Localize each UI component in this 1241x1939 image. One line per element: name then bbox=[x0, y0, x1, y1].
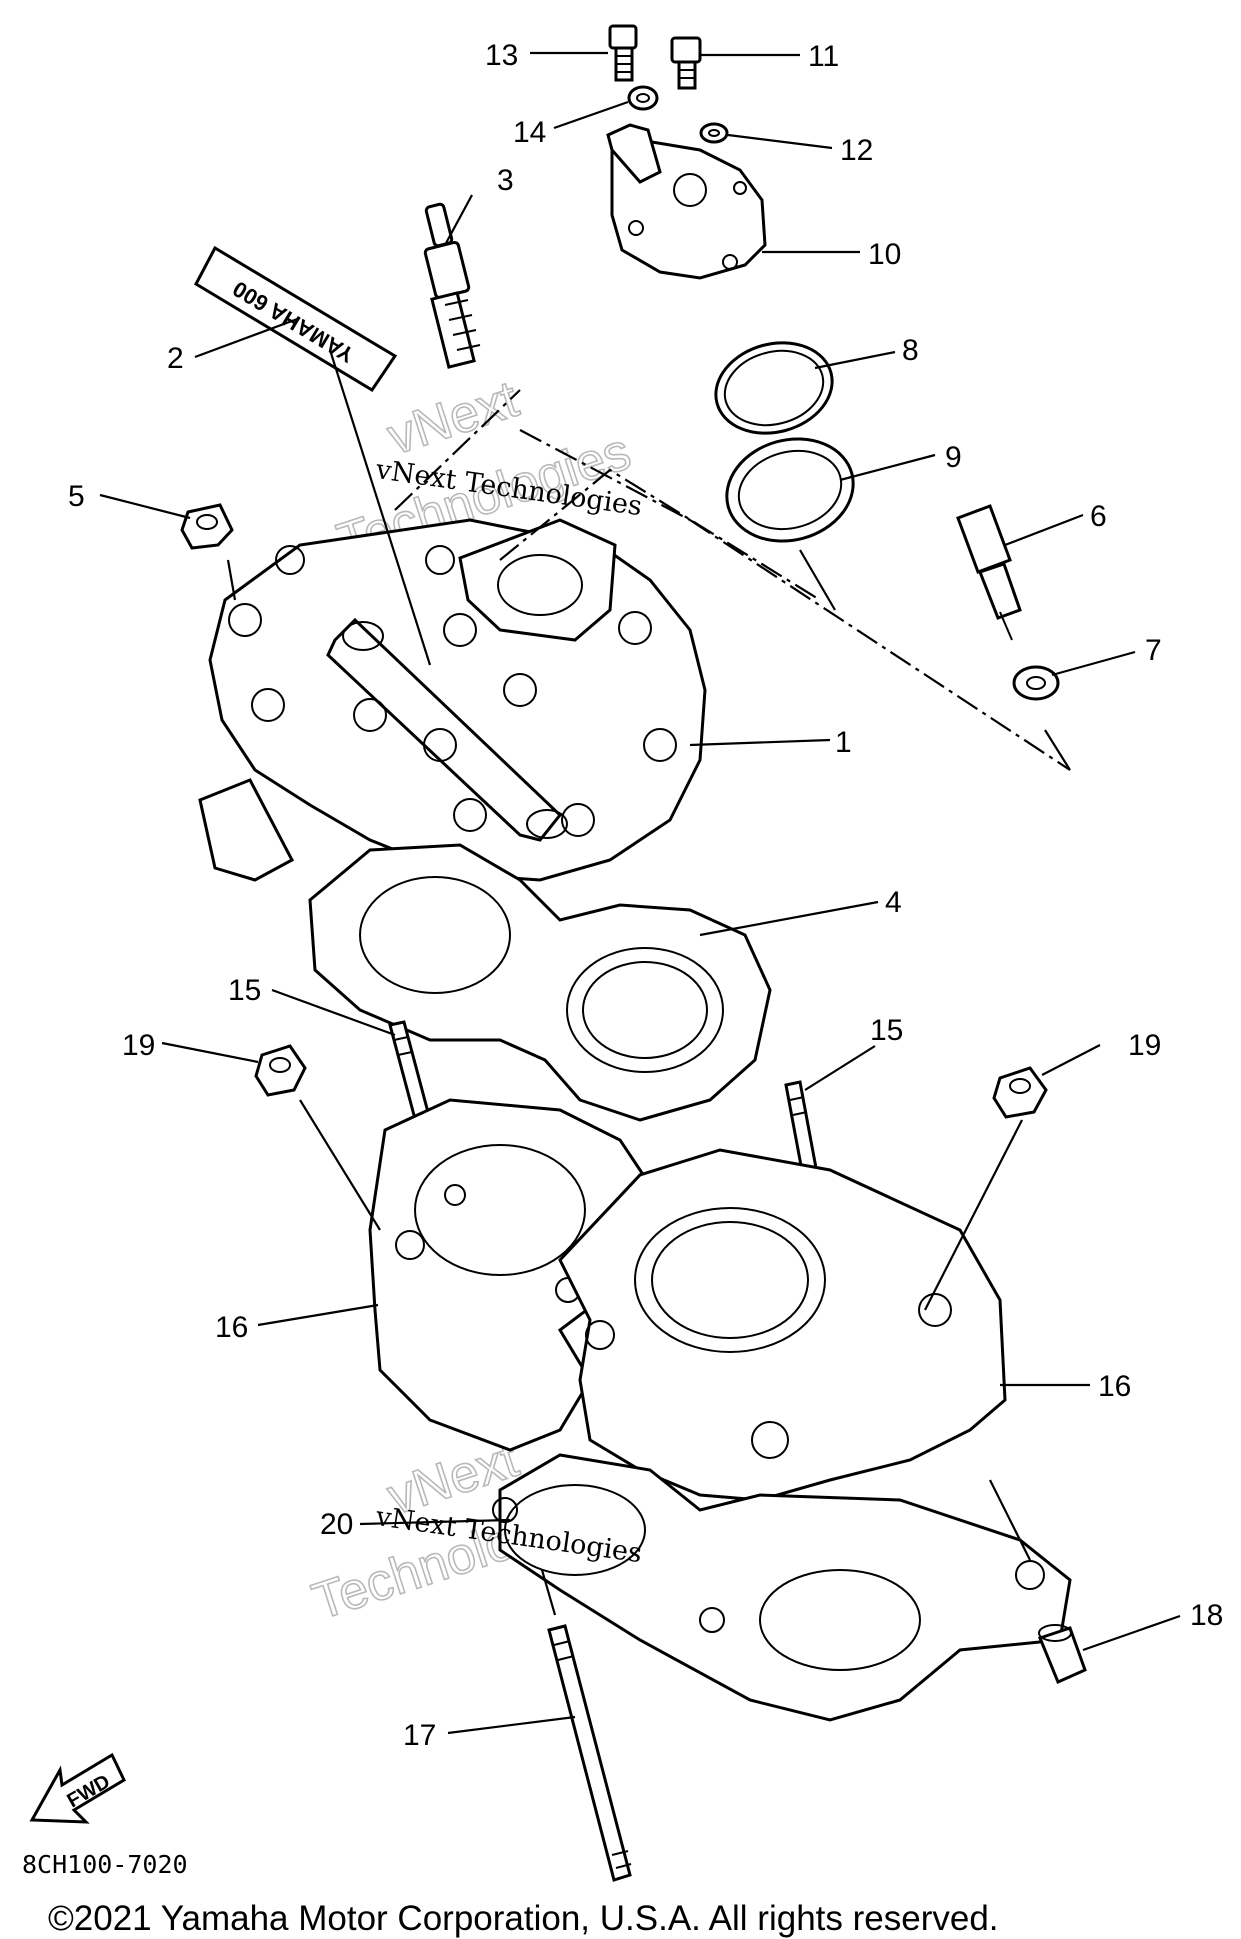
callout-17: 17 bbox=[403, 1719, 436, 1752]
callout-15-left: 15 bbox=[228, 974, 261, 1007]
callout-19-left: 19 bbox=[122, 1029, 155, 1062]
watermark-big-1: vNext bbox=[381, 370, 526, 466]
bolt-11 bbox=[670, 36, 702, 90]
callout-9: 9 bbox=[945, 441, 962, 474]
seal-9 bbox=[725, 437, 855, 543]
callout-10: 10 bbox=[868, 238, 901, 271]
head-gasket-4 bbox=[308, 843, 772, 1122]
callouts: 13 11 14 12 3 10 2 8 9 5 6 7 1 4 15 19 1… bbox=[68, 39, 1223, 1752]
callout-20: 20 bbox=[320, 1508, 353, 1541]
washer-7 bbox=[1012, 665, 1060, 701]
callout-14: 14 bbox=[513, 116, 546, 149]
washer-14 bbox=[627, 85, 659, 111]
copyright-notice: ©2021 Yamaha Motor Corporation, U.S.A. A… bbox=[48, 1899, 999, 1938]
callout-8: 8 bbox=[902, 334, 919, 367]
callout-7: 7 bbox=[1145, 634, 1162, 667]
leader-lines bbox=[99, 51, 1181, 1735]
callout-6: 6 bbox=[1090, 500, 1107, 533]
callout-11: 11 bbox=[808, 40, 839, 73]
nut-19-left bbox=[254, 1044, 307, 1097]
callout-13: 13 bbox=[485, 39, 518, 72]
temp-sensor-6 bbox=[956, 504, 1022, 641]
cylinder-16-left bbox=[368, 1098, 662, 1452]
callout-4: 4 bbox=[885, 886, 902, 919]
washer-12 bbox=[699, 122, 729, 144]
spark-plug-3 bbox=[423, 202, 481, 369]
nut-19-right bbox=[992, 1066, 1048, 1119]
callout-16-right: 16 bbox=[1098, 1370, 1131, 1403]
dowel-18 bbox=[1038, 1624, 1087, 1684]
callout-12: 12 bbox=[840, 134, 873, 167]
o-ring-8 bbox=[714, 341, 834, 435]
cylinder-head-1 bbox=[198, 518, 707, 882]
drawing-code: 8CH100-7020 bbox=[22, 1850, 188, 1879]
callout-5: 5 bbox=[68, 480, 85, 513]
callout-15-right: 15 bbox=[870, 1014, 903, 1047]
callout-1: 1 bbox=[835, 726, 852, 759]
thermostat-cover-10 bbox=[606, 123, 767, 280]
callout-19-right: 19 bbox=[1128, 1029, 1161, 1062]
bolt-13 bbox=[608, 24, 638, 82]
nut-5 bbox=[180, 503, 234, 550]
assembly-guides bbox=[226, 349, 1071, 1616]
cylinder-16-right bbox=[558, 1148, 1007, 1502]
callout-18: 18 bbox=[1190, 1599, 1223, 1632]
callout-3: 3 bbox=[497, 164, 514, 197]
stud-17 bbox=[547, 1624, 632, 1882]
callout-2: 2 bbox=[167, 342, 184, 375]
fwd-arrow-icon: FWD bbox=[29, 1752, 126, 1824]
callout-16-left: 16 bbox=[215, 1311, 248, 1344]
